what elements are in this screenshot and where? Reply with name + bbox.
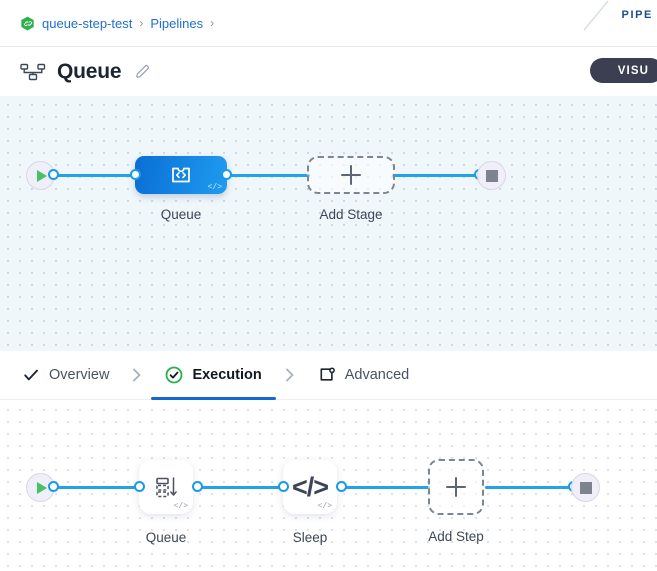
stage-start-output-port[interactable] [48, 169, 59, 180]
plus-icon-2 [446, 477, 466, 497]
plus-icon [341, 165, 361, 185]
breadcrumb-separator-1: › [139, 16, 144, 30]
step-end-node[interactable] [571, 473, 600, 502]
step-start-output-port[interactable] [48, 481, 59, 492]
tab-execution-label: Execution [192, 367, 262, 383]
stage-queue-input-port[interactable] [130, 169, 141, 180]
stage-node-queue[interactable]: </> [135, 156, 227, 194]
edge-queue-to-sleep [196, 486, 282, 489]
tab-overview[interactable]: Overview [22, 351, 109, 400]
tab-advanced[interactable]: Advanced [318, 351, 410, 400]
code-icon: </> [291, 471, 329, 502]
stage-code-box-icon [172, 167, 190, 183]
edge-sleep-to-addstep [340, 486, 430, 489]
stop-icon [485, 169, 498, 182]
edge-addstep-to-end [485, 486, 575, 489]
add-step-button[interactable] [428, 459, 484, 515]
add-stage-button[interactable] [307, 156, 395, 194]
step-node-sleep-badge: </> [317, 502, 332, 511]
chevron-right-icon-2 [285, 368, 294, 382]
play-icon [37, 169, 47, 182]
step-node-queue-badge: </> [173, 502, 188, 511]
corner-tab-edge [583, 0, 609, 31]
visualize-button-dot [603, 67, 611, 74]
step-node-sleep-label: Sleep [292, 530, 328, 545]
step-queue-input-port[interactable] [134, 481, 145, 492]
step-sleep-output-port[interactable] [336, 481, 347, 492]
pencil-edit-icon[interactable] [134, 63, 151, 80]
step-queue-output-port[interactable] [192, 481, 203, 492]
breadcrumb-separator-2: › [210, 16, 215, 30]
step-graph-canvas[interactable]: </> Queue </> </> Sleep Add Step [0, 400, 657, 571]
queue-list-icon [156, 477, 177, 498]
edge-start-to-queue [46, 174, 138, 177]
chevron-right-icon [133, 368, 141, 382]
stage-graph-canvas[interactable]: </> Queue Add Stage [0, 96, 657, 351]
step-sleep-input-port[interactable] [278, 481, 289, 492]
step-node-queue-label: Queue [145, 530, 187, 545]
tab-advanced-label: Advanced [344, 367, 410, 383]
tab-execution[interactable]: Execution [151, 351, 277, 400]
visualize-button-label: VISU [617, 64, 649, 77]
step-node-sleep[interactable]: </> </> [283, 460, 337, 514]
play-icon [37, 481, 47, 494]
page-title: Queue [57, 59, 122, 83]
breadcrumb-item-repo[interactable]: queue-step-test [42, 15, 133, 31]
corner-tab-label: PIPE [621, 9, 653, 21]
check-icon [24, 369, 38, 381]
panel-settings-icon [320, 367, 335, 381]
stage-queue-output-port[interactable] [221, 169, 232, 180]
edge-queue-to-addstage [225, 174, 310, 177]
tab-overview-label: Overview [49, 367, 110, 383]
edge-start-to-queue-step [46, 486, 138, 489]
edge-addstage-to-end [392, 174, 480, 177]
repo-link-icon [21, 16, 34, 30]
visualize-button[interactable]: VISU [589, 58, 657, 83]
add-stage-label: Add Stage [319, 207, 383, 222]
stage-node-badge: </> [207, 183, 222, 192]
stop-icon-2 [579, 481, 592, 494]
add-step-label: Add Step [428, 529, 484, 544]
step-node-queue[interactable]: </> [139, 460, 193, 514]
pipeline-hierarchy-icon [20, 63, 46, 80]
check-circle-icon [166, 366, 183, 384]
stage-end-node[interactable] [477, 161, 506, 190]
breadcrumb: queue-step-test › Pipelines › [0, 0, 657, 46]
page-header: Queue VISU [0, 46, 657, 96]
stage-node-queue-label: Queue [160, 207, 202, 222]
breadcrumb-item-pipelines[interactable]: Pipelines [150, 15, 204, 31]
section-tabs: Overview Execution Advanced [0, 351, 657, 400]
